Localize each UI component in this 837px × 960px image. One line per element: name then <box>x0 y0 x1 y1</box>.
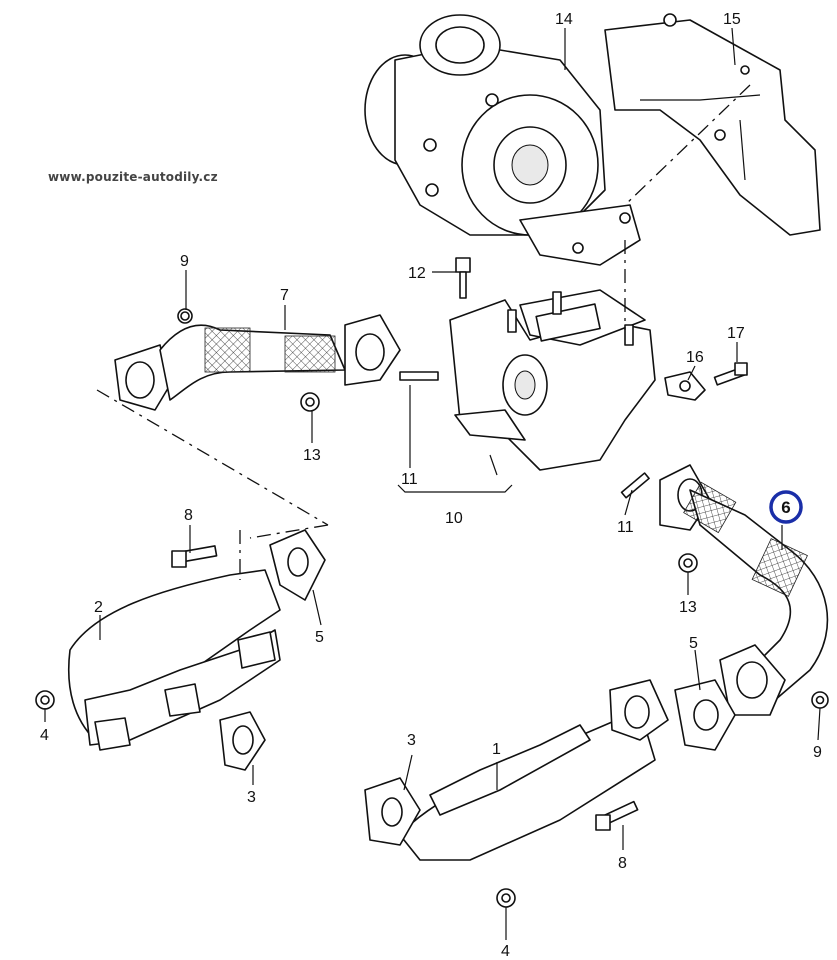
nut-13-right <box>678 553 698 573</box>
gasket-5-left <box>269 529 326 601</box>
label-15: 15 <box>723 11 741 28</box>
bolt-12 <box>455 257 471 299</box>
turbo-bracket <box>449 289 656 471</box>
label-16: 16 <box>686 349 704 366</box>
nut-13-left <box>300 392 320 412</box>
turbocharger <box>364 14 641 266</box>
gasket-3-left <box>219 711 266 771</box>
exhaust-pipe-left <box>114 308 401 411</box>
bolt-17 <box>713 362 748 386</box>
label-3-right: 3 <box>407 732 416 749</box>
nut-4-left <box>35 690 55 710</box>
label-11-left: 11 <box>401 471 418 488</box>
stud-11-right <box>620 472 650 499</box>
label-6: 6 <box>781 498 790 517</box>
label-8-left: 8 <box>184 507 193 524</box>
label-1: 1 <box>492 741 501 758</box>
label-8-right: 8 <box>618 855 627 872</box>
leader-lines <box>44 27 821 940</box>
stud-11-left <box>399 371 439 381</box>
label-14: 14 <box>555 11 573 28</box>
watermark-text: www.pouzite-autodily.cz <box>48 170 218 184</box>
label-12: 12 <box>408 265 426 282</box>
label-11-right: 11 <box>617 519 634 536</box>
highlighted-part-6-marker: 6 <box>769 490 803 524</box>
label-17: 17 <box>727 325 745 342</box>
label-13-right: 13 <box>679 599 697 616</box>
heat-shield <box>604 13 821 236</box>
label-2: 2 <box>94 599 103 616</box>
gasket-5-right <box>674 679 736 751</box>
label-9-right: 9 <box>813 744 822 761</box>
position-labels: 1 2 3 3 4 4 5 5 7 8 8 9 9 10 11 11 12 13… <box>40 11 822 960</box>
exhaust-manifold-left <box>67 545 281 751</box>
label-3-left: 3 <box>247 789 256 806</box>
nut-4-right <box>496 888 516 908</box>
label-4-left: 4 <box>40 727 49 744</box>
label-13-left: 13 <box>303 447 321 464</box>
label-4-right: 4 <box>501 943 510 960</box>
group-bracket-10 <box>397 484 513 493</box>
assembly-lines <box>96 240 626 580</box>
gasket-3-right <box>364 777 421 846</box>
nut-9-right <box>811 691 829 709</box>
label-10: 10 <box>445 510 463 527</box>
exhaust-pipe-right <box>659 464 829 716</box>
gasket-16 <box>664 371 706 401</box>
exhaust-manifold-right <box>399 679 669 861</box>
label-7: 7 <box>280 287 289 304</box>
label-5-right: 5 <box>689 635 698 652</box>
bolt-8-right <box>595 800 639 831</box>
nut-9-left <box>180 311 190 321</box>
label-9-left: 9 <box>180 253 189 270</box>
label-5-left: 5 <box>315 629 324 646</box>
